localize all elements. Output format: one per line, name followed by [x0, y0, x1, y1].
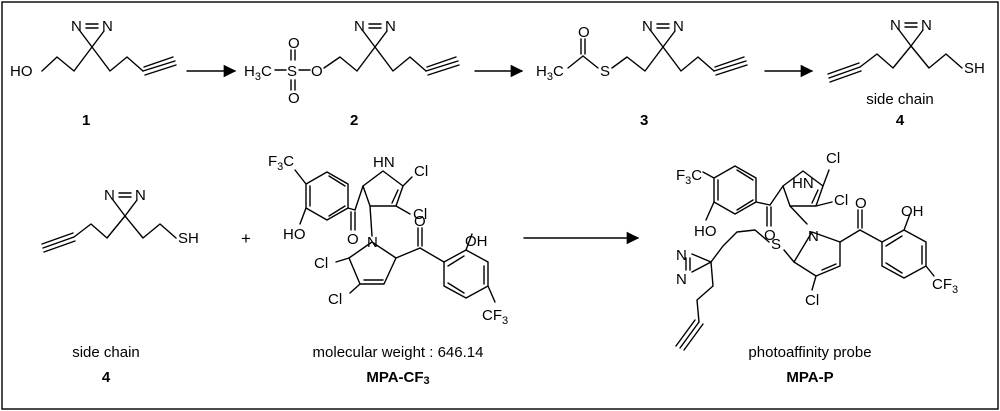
hydroxyl-label: HO	[10, 63, 33, 80]
mpa-cf3-name: MPA-CF3	[366, 369, 429, 387]
compound-mpa-cf3: F3C HO O HN Cl Cl N Cl Cl O	[268, 153, 508, 387]
diazirine-n2: N	[676, 271, 687, 288]
pyrrole-n: N	[367, 234, 378, 251]
pyrrole-nh: HN	[792, 175, 814, 192]
diazirine-n2: N	[102, 18, 113, 35]
chloro-3: Cl	[805, 292, 819, 309]
mpa-cf3-caption: molecular weight : 646.14	[313, 344, 484, 361]
hydroxyl-label: HO	[283, 226, 306, 243]
cf3-label: F3C	[268, 153, 294, 173]
diazirine-n1: N	[676, 247, 687, 264]
cf3-label: F3C	[676, 167, 702, 187]
compound-3: H3C O S N N 3	[536, 18, 748, 129]
compound-2-number: 2	[350, 112, 358, 129]
chloro-2: Cl	[413, 206, 427, 223]
chloro-3: Cl	[314, 255, 328, 272]
diazirine-n1: N	[71, 18, 82, 35]
hydroxyl-label: OH	[901, 203, 924, 220]
sulfonyl-o-top: O	[288, 35, 300, 52]
thiol-label: SH	[964, 60, 985, 77]
compound-3-number: 3	[640, 112, 648, 129]
plus-sign: +	[241, 229, 251, 248]
carbonyl-o: O	[764, 227, 776, 244]
thioether-s: S	[771, 236, 781, 253]
hydroxyl-label: HO	[694, 223, 717, 240]
chloro-1: Cl	[826, 150, 840, 167]
side-chain-number: 4	[102, 369, 111, 386]
side-chain-caption: side chain	[72, 344, 140, 361]
chloro-2: Cl	[834, 192, 848, 209]
mpa-p-name: MPA-P	[786, 369, 833, 386]
side-chain-4: N N SH side chain 4	[41, 187, 199, 386]
compound-1-number: 1	[82, 112, 90, 129]
carbonyl-o: O	[578, 24, 590, 41]
hydroxyl-label: OH	[465, 233, 488, 250]
compound-4-caption: side chain	[866, 91, 934, 108]
diazirine-n2: N	[135, 187, 146, 204]
diazirine-n1: N	[890, 17, 901, 34]
methyl-label: H3C	[536, 63, 564, 83]
compound-4-number: 4	[896, 112, 905, 129]
diazirine-n2: N	[921, 17, 932, 34]
diazirine-n1: N	[354, 18, 365, 35]
carbonyl-o: O	[855, 195, 867, 212]
ester-o: O	[311, 63, 323, 80]
diazirine-n2: N	[673, 18, 684, 35]
carbonyl-o: O	[414, 213, 426, 230]
methyl-label: H3C	[244, 63, 272, 83]
thiol-label: SH	[178, 230, 199, 247]
sulfonyl-o-bottom: O	[288, 90, 300, 107]
carbonyl-o: O	[347, 231, 359, 248]
chloro-4: Cl	[328, 291, 342, 308]
chloro-1: Cl	[414, 163, 428, 180]
diazirine-n2: N	[385, 18, 396, 35]
cf3-label: CF3	[932, 276, 958, 296]
diazirine-n1: N	[104, 187, 115, 204]
compound-mpa-p: F3C HO O HN Cl Cl N Cl S N N	[675, 150, 958, 386]
pyrrole-n: N	[808, 228, 819, 245]
compound-2: H3C S O O O N N 2	[244, 18, 460, 129]
diazirine-n1: N	[642, 18, 653, 35]
cf3-label: CF3	[482, 307, 508, 327]
pyrrole-nh: HN	[373, 154, 395, 171]
mpa-p-caption: photoaffinity probe	[748, 344, 871, 361]
thioester-s: S	[600, 63, 610, 80]
sulfonyl-s: S	[287, 63, 297, 80]
compound-1: HO N N 1	[10, 18, 177, 129]
compound-4: N N SH side chain 4	[827, 17, 985, 129]
